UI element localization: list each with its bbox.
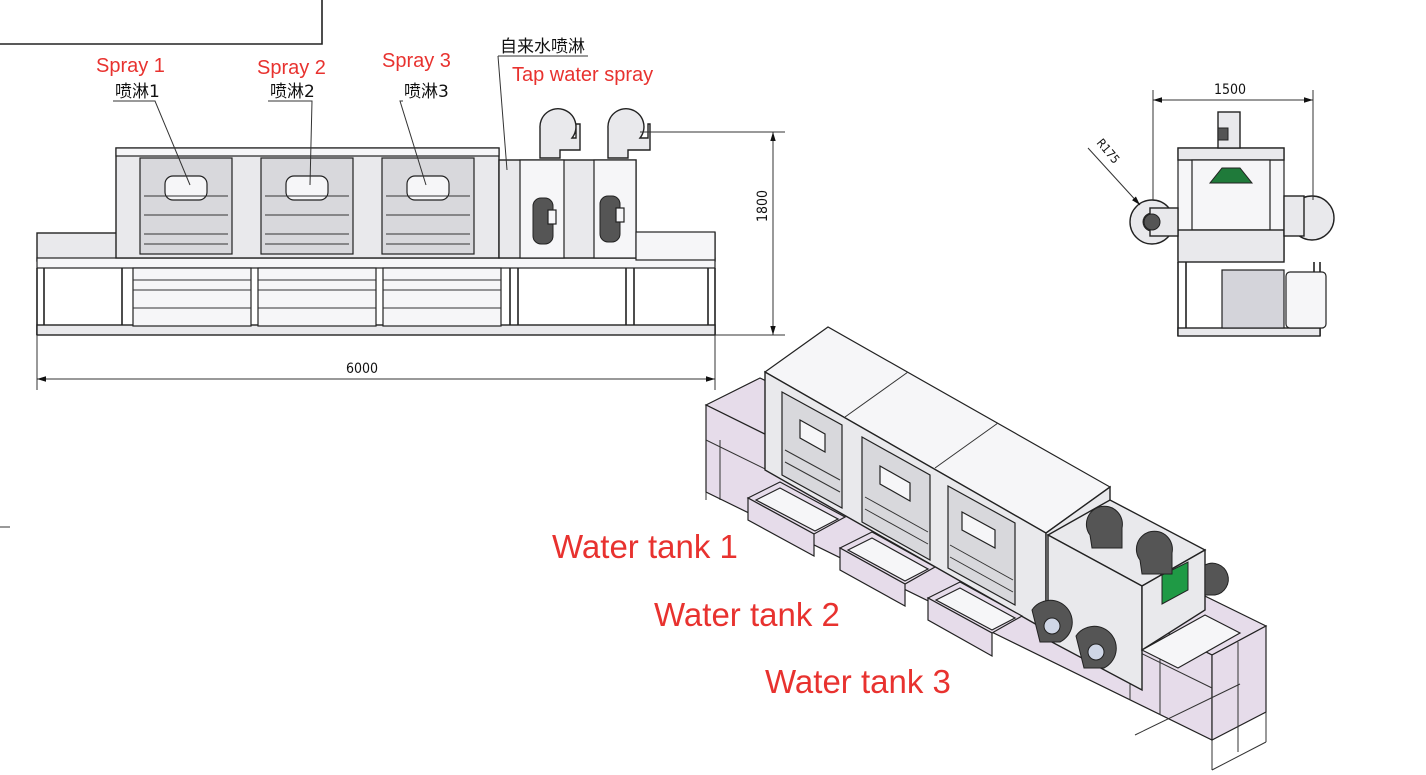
front-tanks bbox=[132, 267, 502, 327]
title-block-frame bbox=[0, 0, 323, 528]
iso-water-tanks bbox=[746, 481, 1024, 658]
radius-r175-label: R175 bbox=[1094, 136, 1123, 167]
side-elevation-view bbox=[1087, 90, 1335, 337]
spray-2-label-en: Spray 2 bbox=[257, 57, 326, 79]
iso-spray-chambers bbox=[781, 390, 1016, 607]
isometric-view bbox=[704, 326, 1268, 771]
water-tank-1-label: Water tank 1 bbox=[552, 528, 738, 565]
dimension-1800-label: 1800 bbox=[755, 190, 771, 222]
front-spray-chambers bbox=[139, 157, 475, 255]
front-blower-section bbox=[498, 108, 716, 261]
dimension-1800 bbox=[640, 131, 785, 336]
spray-leaders bbox=[113, 55, 588, 186]
spray-3-label-cn: 喷淋3 bbox=[404, 82, 449, 102]
tap-water-label-cn: 自来水喷淋 bbox=[500, 37, 585, 57]
front-elevation-view bbox=[36, 55, 785, 390]
spray-3-label-en: Spray 3 bbox=[382, 50, 451, 72]
tap-water-label-en: Tap water spray bbox=[512, 64, 653, 86]
spray-1-label-cn: 喷淋1 bbox=[115, 82, 160, 102]
spray-2-label-cn: 喷淋2 bbox=[270, 82, 315, 102]
water-tank-2-label: Water tank 2 bbox=[654, 596, 840, 633]
dimension-6000-label: 6000 bbox=[346, 361, 378, 377]
dimension-1500-label: 1500 bbox=[1214, 82, 1246, 98]
dimension-6000 bbox=[36, 335, 716, 390]
iso-blower-section bbox=[1031, 499, 1242, 692]
water-tank-3-label: Water tank 3 bbox=[765, 663, 951, 700]
spray-1-label-en: Spray 1 bbox=[96, 55, 165, 77]
